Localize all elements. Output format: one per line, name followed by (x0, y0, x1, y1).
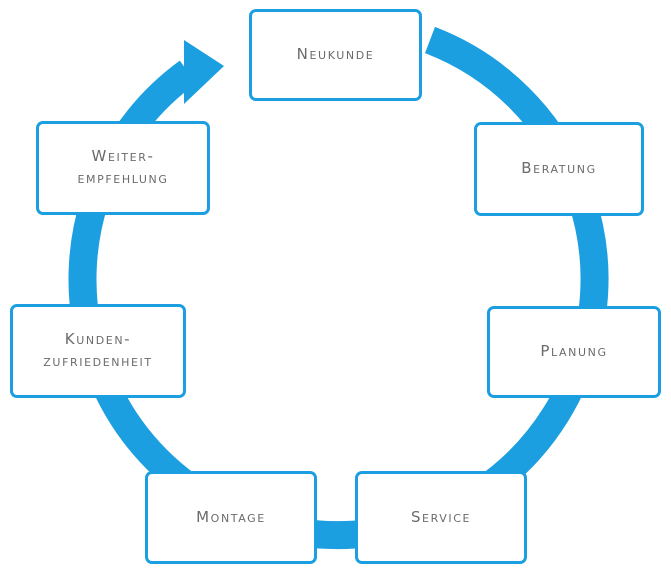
stage-beratung: Beratung (474, 122, 644, 216)
stage-neukunde: Neukunde (249, 9, 422, 101)
stage-service: Service (355, 471, 527, 564)
cycle-arrowhead (184, 40, 224, 104)
stage-planung: Planung (487, 306, 661, 398)
stage-montage: Montage (145, 471, 317, 564)
cycle-ring (68, 26, 609, 550)
stage-kundenzufriedenheit: Kunden- zufriedenheit (10, 304, 186, 398)
stage-weiterempfehlung: Weiter- empfehlung (36, 121, 210, 215)
